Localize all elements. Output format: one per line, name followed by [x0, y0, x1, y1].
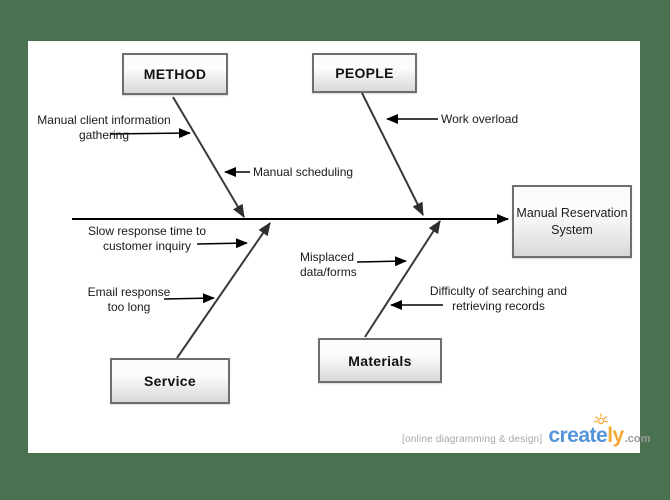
method-category-box: METHOD — [122, 53, 228, 95]
lightbulb-icon — [594, 413, 608, 425]
cause-misplaced-label: Misplaced data/forms — [300, 250, 357, 279]
cause-email-label: Email response too long — [87, 285, 171, 314]
cause-slow-response-label: Slow response time to customer inquiry — [87, 224, 207, 253]
effect-box: Manual Reservation System — [512, 185, 632, 258]
watermark-tagline: [online diagramming & design] — [402, 434, 543, 445]
service-category-box: Service — [110, 358, 230, 404]
effect-box-label: Manual Reservation System — [516, 205, 628, 237]
cause-scheduling-label: Manual scheduling — [253, 165, 354, 179]
cause-difficulty-label: Difficulty of searching and retrieving r… — [429, 284, 568, 313]
cause-client-info-label: Manual client information gathering — [37, 113, 171, 142]
cause-overload-label: Work overload — [441, 112, 519, 126]
watermark-tld: .com — [624, 433, 651, 445]
people-category-box: PEOPLE — [312, 53, 417, 93]
materials-category-box: Materials — [318, 338, 442, 383]
